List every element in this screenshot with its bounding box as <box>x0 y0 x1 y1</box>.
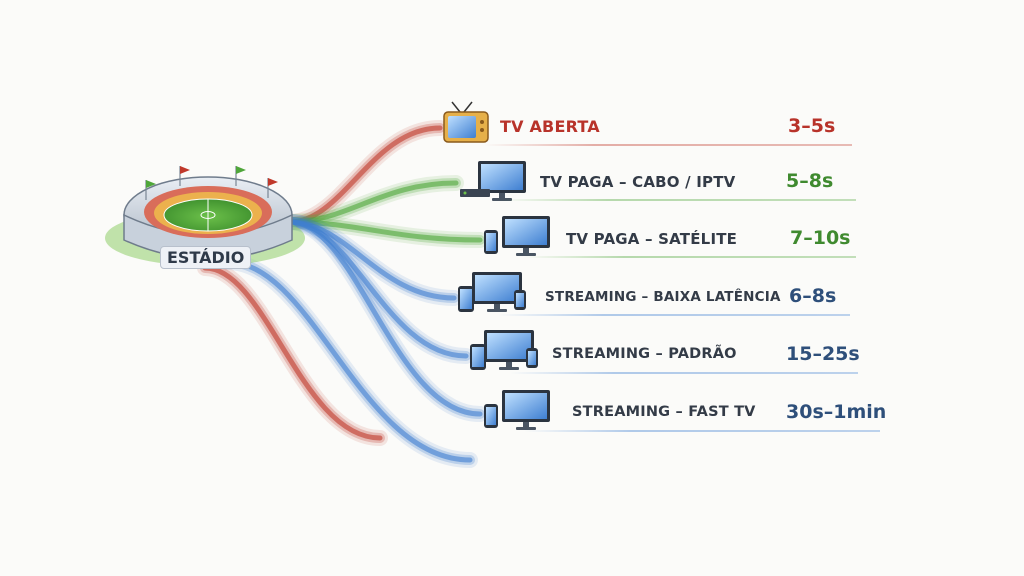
row-latency-value: 15–25s <box>786 343 860 365</box>
signal-stream <box>225 259 473 463</box>
row-underline <box>510 372 858 374</box>
tv-set-top-box-icon <box>460 161 526 201</box>
signal-streams <box>197 120 488 468</box>
row-label: TV ABERTA <box>500 116 600 136</box>
row-label: TV PAGA – CABO / IPTV <box>540 172 736 191</box>
tv-icon <box>443 101 489 143</box>
multi-device-icon <box>458 272 526 312</box>
signal-stream <box>287 219 483 417</box>
row-latency-value: 5–8s <box>786 170 834 192</box>
row-underline <box>524 430 880 432</box>
signal-stream <box>282 214 488 422</box>
monitor-phone-icon <box>484 390 550 430</box>
row-underline <box>524 256 856 258</box>
device-icons <box>443 101 550 430</box>
signal-stream <box>287 125 443 225</box>
row-latency-value: 7–10s <box>790 227 851 249</box>
stadium-label: ESTÁDIO <box>160 246 252 269</box>
signal-stream <box>287 219 483 243</box>
stadium-icon <box>105 166 305 266</box>
row-label: STREAMING – BAIXA LATÊNCIA <box>545 288 781 305</box>
multi-device-icon <box>470 330 538 370</box>
row-latency-value: 6–8s <box>789 285 837 307</box>
signal-stream <box>202 265 383 441</box>
monitor-phone-icon <box>484 216 550 256</box>
row-underline <box>484 144 852 146</box>
row-latency-value: 30s–1min <box>786 401 887 423</box>
row-label: TV PAGA – SATÉLITE <box>566 229 738 248</box>
row-latency-value: 3–5s <box>788 115 836 137</box>
row-underline <box>500 199 856 201</box>
row-label: STREAMING – FAST TV <box>572 403 756 420</box>
row-underline <box>498 314 850 316</box>
row-label: STREAMING – PADRÃO <box>552 345 737 362</box>
